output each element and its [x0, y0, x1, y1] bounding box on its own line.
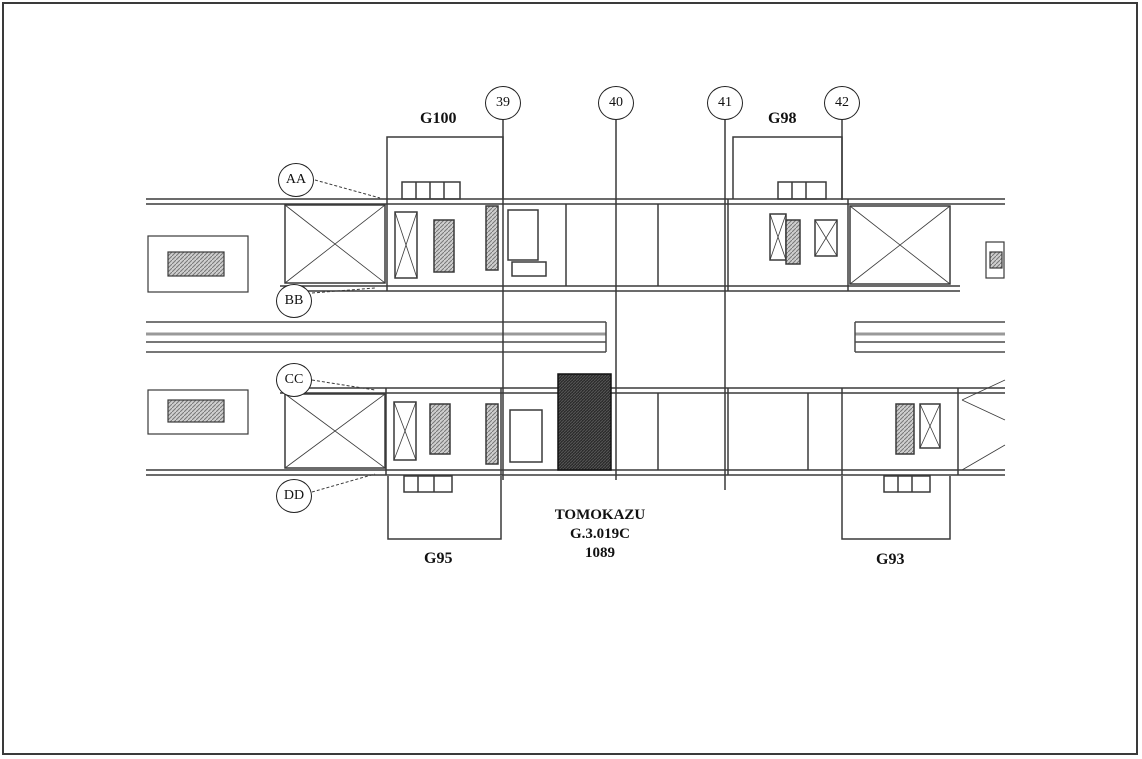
corridor-lines — [146, 321, 1005, 353]
bottom-building-strip — [146, 373, 1006, 493]
callout-number: 1089 — [585, 545, 615, 561]
gate-label-g93: G93 — [876, 551, 905, 568]
grid-bubble-cc: CC — [276, 363, 312, 397]
grid-bubble-40: 40 — [598, 86, 634, 120]
highlighted-room-g3019c — [557, 373, 612, 471]
grid-bubble-41: 41 — [707, 86, 743, 120]
gate-box-g100 — [386, 136, 504, 199]
grid-bubble-aa: AA — [278, 163, 314, 197]
gate-label-g95: G95 — [424, 550, 453, 567]
gate-label-g100: G100 — [420, 110, 457, 127]
gate-box-g93 — [841, 476, 951, 540]
grid-lines — [311, 118, 843, 493]
room-callout: TOMOKAZU G.3.019C 1089 — [540, 506, 660, 563]
gate-box-g95 — [387, 476, 502, 540]
left-equipment — [147, 235, 249, 435]
grid-bubble-dd: DD — [276, 479, 312, 513]
callout-name: TOMOKAZU — [554, 507, 646, 523]
top-building-strip — [146, 181, 1005, 292]
gate-label-g98: G98 — [768, 110, 797, 127]
right-equipment — [985, 241, 1005, 279]
grid-bubble-39: 39 — [485, 86, 521, 120]
grid-bubble-42: 42 — [824, 86, 860, 120]
callout-code: G.3.019C — [570, 526, 630, 542]
grid-bubble-bb: BB — [276, 284, 312, 318]
